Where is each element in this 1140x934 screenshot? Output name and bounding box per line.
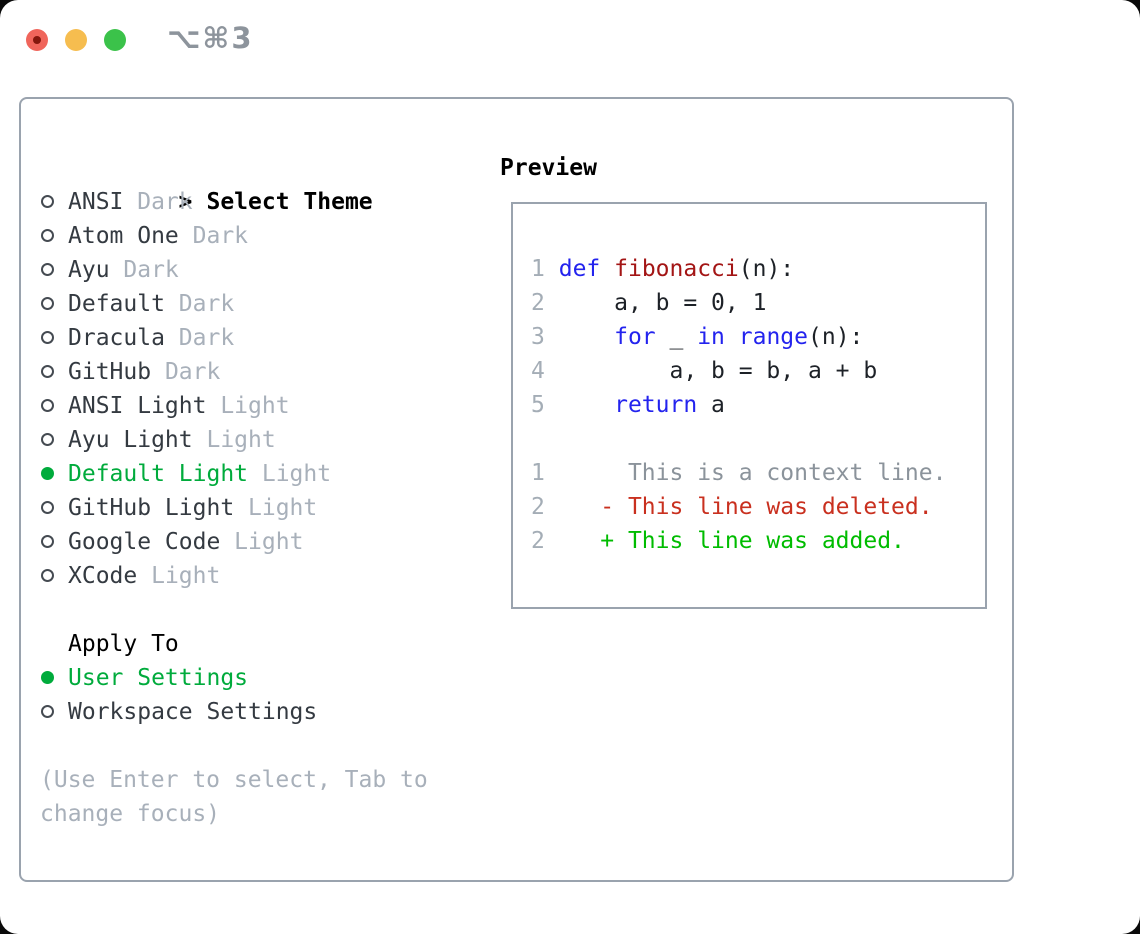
option-variant-label: Light — [220, 529, 304, 555]
theme-option-atom-one[interactable]: Atom One Dark — [40, 219, 480, 253]
option-label: GitHub Light — [68, 495, 235, 521]
preview-box: 1 def fibonacci(n): 2 a, b = 0, 1 3 for _ … — [511, 202, 987, 609]
radio-icon — [41, 568, 54, 582]
option-label: Default Light — [68, 461, 249, 487]
theme-option-ayu[interactable]: Ayu Dark — [40, 253, 480, 287]
theme-option-ansi-light[interactable]: ANSI Light Light — [40, 389, 480, 423]
option-variant-label: Dark — [164, 325, 235, 351]
option-variant-label: Light — [137, 563, 221, 589]
option-label: Dracula — [68, 325, 165, 351]
code-line: 2 a, b = 0, 1 — [531, 290, 767, 316]
select-theme-title: Select Theme — [206, 189, 373, 215]
option-variant-label: Light — [206, 393, 290, 419]
apply-option-workspace-settings[interactable]: Workspace Settings — [40, 695, 480, 729]
apply-option-user-settings[interactable]: User Settings — [40, 661, 480, 695]
keyboard-shortcut-label: ⌥⌘3 — [167, 21, 254, 55]
code-line: 1 This is a context line. — [531, 460, 947, 486]
hint-text: (Use Enter to select, Tab to change focu… — [40, 763, 480, 831]
radio-icon — [41, 364, 54, 378]
hint-line: change focus) — [40, 801, 221, 827]
radio-icon — [41, 330, 54, 344]
option-variant-label: Dark — [164, 291, 235, 317]
line-number: 1 — [531, 256, 545, 282]
radio-icon — [41, 194, 54, 208]
option-label: GitHub — [68, 359, 152, 385]
radio-icon — [41, 398, 54, 412]
line-number: 5 — [531, 392, 545, 418]
theme-option-ansi[interactable]: ANSI Dark — [40, 185, 480, 219]
radio-icon — [41, 704, 54, 718]
option-variant-label: Dark — [151, 359, 221, 385]
focus-caret-icon: > — [178, 189, 193, 215]
option-label: ANSI — [68, 189, 124, 215]
close-button[interactable] — [26, 29, 48, 51]
line-number: 2 — [531, 494, 545, 520]
option-label: Ayu — [68, 257, 110, 283]
code-preview: 1 def fibonacci(n): 2 a, b = 0, 1 3 for _ … — [513, 204, 985, 558]
code-line: 2 - This line was deleted. — [531, 494, 933, 520]
option-variant-label: Dark — [109, 257, 179, 283]
option-label: Workspace Settings — [68, 699, 318, 725]
option-label: Atom One — [68, 223, 179, 249]
line-number: 3 — [531, 324, 545, 350]
option-label: ANSI Light — [68, 393, 207, 419]
zoom-button[interactable] — [104, 29, 126, 51]
spacer — [40, 729, 480, 763]
option-variant-label: Dark — [123, 189, 193, 215]
hint-line: (Use Enter to select, Tab to — [40, 767, 428, 793]
option-label: Default — [68, 291, 165, 317]
theme-option-ayu-light[interactable]: Ayu Light Light — [40, 423, 480, 457]
radio-selected-icon — [41, 670, 54, 684]
option-variant-label: Light — [234, 495, 318, 521]
option-variant-label: Light — [192, 427, 276, 453]
theme-option-default[interactable]: Default Dark — [40, 287, 480, 321]
theme-option-github[interactable]: GitHub Dark — [40, 355, 480, 389]
theme-option-github-light[interactable]: GitHub Light Light — [40, 491, 480, 525]
line-number: 2 — [531, 290, 545, 316]
line-number: 4 — [531, 358, 545, 384]
code-line: 2 + This line was added. — [531, 528, 905, 554]
code-line: 1 def fibonacci(n): — [531, 256, 795, 282]
radio-icon — [41, 432, 54, 446]
radio-icon — [41, 534, 54, 548]
theme-option-default-light[interactable]: Default Light Light — [40, 457, 480, 491]
option-label: User Settings — [68, 665, 249, 691]
code-line: 3 for _ in range(n): — [531, 324, 864, 350]
theme-option-xcode[interactable]: XCode Light — [40, 559, 480, 593]
code-line — [531, 422, 985, 456]
option-label: XCode — [68, 563, 138, 589]
option-label: Google Code — [68, 529, 221, 555]
window-controls — [26, 29, 126, 51]
theme-option-google-code[interactable]: Google Code Light — [40, 525, 480, 559]
select-theme-header: > Select Theme — [40, 151, 480, 215]
code-line: 4 a, b = b, a + b — [531, 358, 878, 384]
option-variant-label: Light — [248, 461, 332, 487]
option-label: Ayu Light — [68, 427, 193, 453]
line-number: 2 — [531, 528, 545, 554]
theme-option-dracula[interactable]: Dracula Dark — [40, 321, 480, 355]
minimize-button[interactable] — [65, 29, 87, 51]
apply-to-header: Apply To — [68, 631, 179, 657]
radio-icon — [41, 262, 54, 276]
radio-icon — [41, 228, 54, 242]
radio-icon — [41, 500, 54, 514]
preview-title: Preview — [500, 155, 597, 181]
spacer — [40, 593, 480, 627]
code-line: 5 return a — [531, 392, 725, 418]
line-number: 1 — [531, 460, 545, 486]
radio-selected-icon — [41, 466, 54, 480]
radio-icon — [41, 296, 54, 310]
option-variant-label: Dark — [178, 223, 249, 249]
